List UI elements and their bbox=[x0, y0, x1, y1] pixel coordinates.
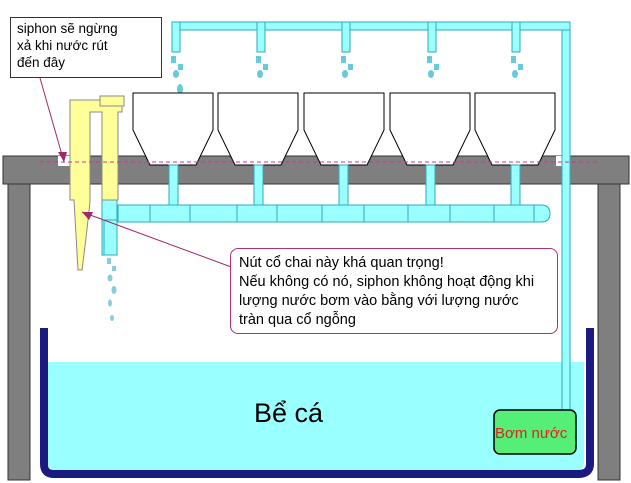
right-post bbox=[597, 181, 621, 481]
grow-bed-4 bbox=[389, 92, 471, 166]
feed-pipe-2 bbox=[256, 21, 266, 53]
callout-arrowhead-siphon-level bbox=[58, 152, 67, 162]
tank-label: Bể cá bbox=[254, 398, 324, 428]
bottle-neck-note-line-2: Nếu không có nó, siphon không hoạt động … bbox=[239, 274, 535, 290]
siphon-cap bbox=[99, 95, 125, 107]
tank-water bbox=[48, 362, 584, 470]
feed-pipe-3 bbox=[341, 21, 351, 53]
grow-beds bbox=[132, 92, 556, 166]
distribution-pipe bbox=[171, 21, 571, 31]
callout-arrow-siphon-level bbox=[39, 77, 65, 163]
siphon-stop-note-line-1: siphon sẽ ngừng bbox=[17, 21, 118, 36]
bottle-neck-note-line-1: Nút cổ chai này khá quan trọng! bbox=[239, 255, 444, 271]
callout-arrowhead-bottle-neck bbox=[82, 212, 93, 220]
tank-wall bbox=[40, 328, 594, 478]
outlet-drops bbox=[107, 258, 117, 321]
bottle-neck-note-line-4: tràn qua cổ ngỗng bbox=[239, 312, 356, 328]
collector-pipe bbox=[117, 204, 551, 223]
pump-label: Bơm nước bbox=[495, 425, 568, 442]
return-pipe-vertical bbox=[561, 21, 571, 415]
grow-bed-3 bbox=[303, 92, 385, 166]
grow-bed-1 bbox=[132, 92, 214, 166]
pump[interactable] bbox=[493, 409, 577, 455]
grow-bed-2 bbox=[217, 92, 299, 166]
bottle-neck-note-line-3: lượng nước bơm vào bằng với lượng nước bbox=[239, 293, 519, 309]
left-post bbox=[7, 181, 31, 481]
bottle-neck-note: Nút cổ chai này khá quan trọng! Nếu khôn… bbox=[230, 248, 558, 334]
feed-pipe-5 bbox=[511, 21, 521, 53]
siphon-bell bbox=[69, 99, 123, 271]
feed-pipe-4 bbox=[427, 21, 437, 53]
feed-drops bbox=[171, 56, 523, 94]
siphon-stop-note: siphon sẽ ngừng xả khi nước rút đến đây bbox=[10, 17, 162, 78]
standpipe-outlet bbox=[103, 219, 118, 256]
siphon-stop-note-line-2: xả khi nước rút bbox=[17, 38, 108, 53]
callout-arrow-bottle-neck bbox=[81, 211, 235, 269]
grow-bed-5 bbox=[474, 92, 556, 166]
feed-pipe-1 bbox=[171, 21, 181, 53]
siphon-stop-note-line-3: đến đây bbox=[17, 55, 66, 70]
collector-joints bbox=[149, 205, 535, 222]
